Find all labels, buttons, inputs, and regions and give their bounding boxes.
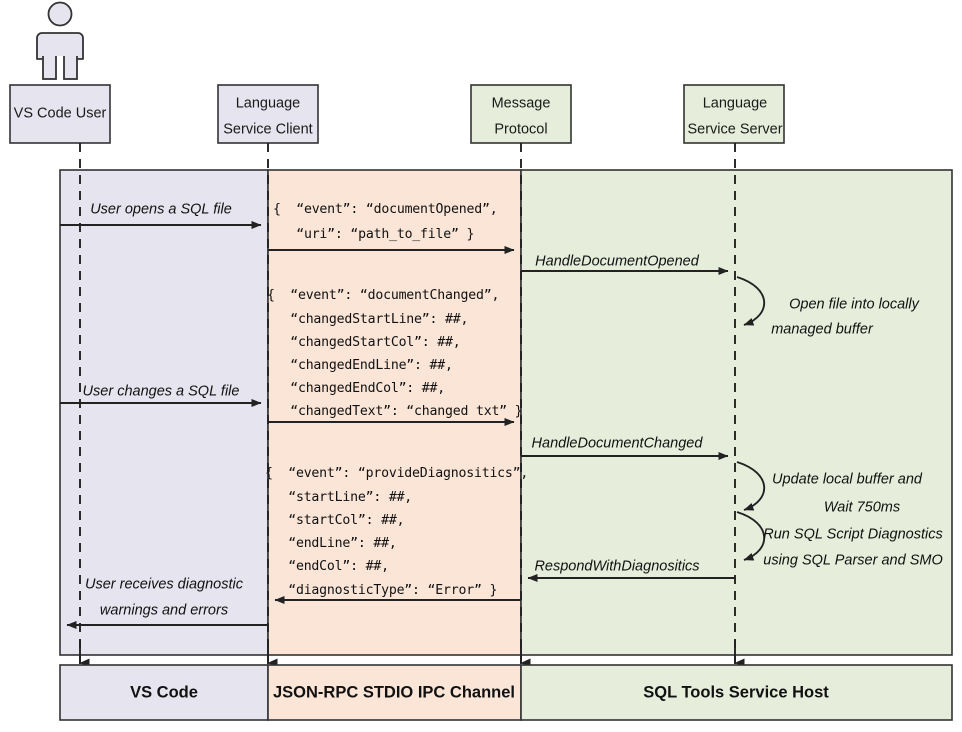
payload-provide-diagnostics-line-3: “endLine”: ##, — [265, 536, 397, 551]
header-box-message-protocol[interactable] — [470, 84, 572, 144]
note-managed-buffer: managed buffer — [771, 321, 873, 338]
header-label-language-service-server-line2: Service Server — [687, 121, 783, 138]
header-box-language-service-server[interactable] — [683, 84, 785, 144]
footer-box-json-rpc[interactable] — [267, 664, 522, 721]
payload-document-changed-line-3: “changedEndLine”: ##, — [267, 358, 453, 373]
label-handle-document-changed: HandleDocumentChanged — [531, 435, 703, 452]
header-label-language-service-client-line2: Service Client — [223, 121, 313, 138]
label-respond-with-diagnostics: RespondWithDiagnositics — [534, 558, 700, 575]
lane-band-service — [520, 169, 953, 656]
footer-box-vs-code[interactable] — [59, 664, 269, 721]
payload-provide-diagnostics-line-1: “startLine”: ##, — [265, 490, 413, 505]
footer-label-json-rpc-stdio-ipc-channel: JSON-RPC STDIO IPC Channel — [272, 683, 516, 702]
lifelines — [79, 143, 736, 672]
note-open-file-into-locally: Open file into locally — [789, 296, 919, 313]
message-arrows — [60, 221, 735, 629]
payload-document-opened-line-0: { “event”: “documentOpened”, — [273, 202, 498, 217]
payload-document-changed-line-0: { “event”: “documentChanged”, — [267, 288, 500, 303]
note-run-sql-script-diagnostics: Run SQL Script Diagnostics — [763, 526, 943, 543]
self-loop-arcs — [736, 276, 766, 561]
label-user-opens-a-sql-file: User opens a SQL file — [90, 201, 232, 218]
footer-label-sql-tools-service-host: SQL Tools Service Host — [643, 683, 829, 702]
note-using-sql-parser-and-smo: using SQL Parser and SMO — [763, 552, 943, 569]
payload-provide-diagnostics-line-4: “endCol”: ##, — [265, 559, 389, 574]
header-label-message-protocol-line1: Message — [491, 95, 551, 112]
header-label-message-protocol-line2: Protocol — [494, 121, 548, 138]
vs-code-user-actor-icon — [36, 1, 84, 80]
footer-lane-boxes — [59, 664, 953, 721]
note-update-local-buffer-and: Update local buffer and — [772, 471, 922, 488]
label-handle-document-opened: HandleDocumentOpened — [535, 253, 699, 270]
footer-label-vs-code: VS Code — [130, 683, 198, 702]
payload-document-opened-line-1: “uri”: “path_to_file” } — [273, 227, 475, 242]
header-label-language-service-server-line1: Language — [702, 95, 768, 112]
payload-provide-diagnostics-line-5: “diagnosticType”: “Error” } — [265, 583, 498, 598]
payload-document-changed-line-4: “changedEndCol”: ##, — [267, 381, 446, 396]
payload-provide-diagnostics-line-0: { “event”: “provideDiagnositics”, — [265, 466, 529, 481]
footer-box-sql-tools-service-host[interactable] — [520, 664, 953, 721]
header-box-vs-code-user[interactable] — [9, 84, 111, 144]
self-loop-open-file[interactable] — [736, 276, 766, 326]
payload-document-changed-line-5: “changedText”: “changed txt” } — [267, 404, 523, 419]
label-user-changes-a-sql-file: User changes a SQL file — [82, 383, 240, 400]
lane-band-vscode — [59, 169, 269, 656]
participant-header-boxes — [9, 84, 785, 144]
note-wait-750ms: Wait 750ms — [823, 499, 901, 516]
self-loop-update-buffer[interactable] — [736, 461, 766, 511]
self-loop-run-diagnostics[interactable] — [736, 511, 766, 561]
header-label-language-service-client-line1: Language — [235, 95, 301, 112]
header-label-vs-code-user: VS Code User — [13, 105, 107, 122]
header-box-language-service-client[interactable] — [217, 84, 319, 144]
label-user-receives-diagnostic-line2: warnings and errors — [99, 602, 229, 619]
lane-termination-arrows — [79, 640, 745, 668]
payload-provide-diagnostics-line-2: “startCol”: ##, — [265, 513, 405, 528]
payload-document-changed-line-1: “changedStartLine”: ##, — [267, 312, 469, 327]
label-user-receives-diagnostic-line1: User receives diagnostic — [85, 576, 243, 593]
payload-document-changed-line-2: “changedStartCol”: ##, — [267, 335, 461, 350]
